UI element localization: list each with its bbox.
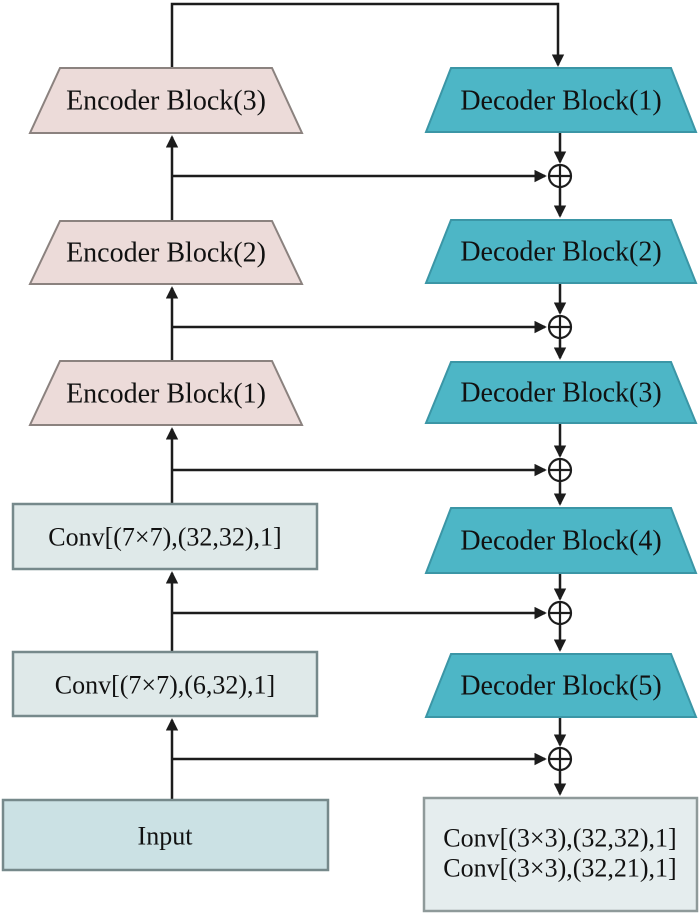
output-conv-line1: Conv[(3×3),(32,32),1]: [443, 824, 676, 853]
decoder-block-5-shape: [424, 653, 698, 718]
output-conv-line2: Conv[(3×3),(32,21),1]: [443, 854, 676, 883]
decoder-block-2-label: Decoder Block(2): [460, 237, 661, 268]
add-operator-3: [547, 457, 573, 483]
add-operator-2: [547, 314, 573, 340]
encoder-block-3-shape: [28, 67, 304, 134]
add-operator-5: [547, 746, 573, 772]
encoder-block-3-label: Encoder Block(3): [66, 86, 266, 117]
decoder-block-3-shape: [424, 361, 698, 424]
decoder-block-1-shape: [424, 67, 698, 133]
encoder-block-1-label: Encoder Block(1): [66, 379, 266, 410]
decoder-block-1-label: Decoder Block(1): [460, 86, 661, 117]
output-conv-shape: [422, 796, 699, 913]
input-label: Input: [138, 822, 194, 851]
conv-7x7-32-32-label: Conv[(7×7),(32,32),1]: [48, 523, 281, 552]
decoder-block-2-shape: [424, 219, 698, 284]
encoder-block-2-label: Encoder Block(2): [66, 238, 266, 269]
decoder-block-5-label: Decoder Block(5): [460, 671, 661, 702]
input-shape: [1, 798, 330, 872]
add-operator-4: [547, 600, 573, 626]
encoder-block-2-shape: [28, 220, 304, 285]
add-operator-1: [547, 163, 573, 189]
decoder-block-3-label: Decoder Block(3): [460, 378, 661, 409]
conv-7x7-6-32-shape: [11, 650, 319, 718]
conv-7x7-32-32-shape: [11, 502, 319, 571]
connector-encoder3-to-decoder1: [170, 2, 565, 68]
conv-7x7-6-32-label: Conv[(7×7),(6,32),1]: [55, 671, 275, 700]
decoder-block-4-label: Decoder Block(4): [460, 526, 661, 557]
encoder-block-1-shape: [28, 360, 304, 426]
decoder-block-4-shape: [424, 507, 698, 574]
